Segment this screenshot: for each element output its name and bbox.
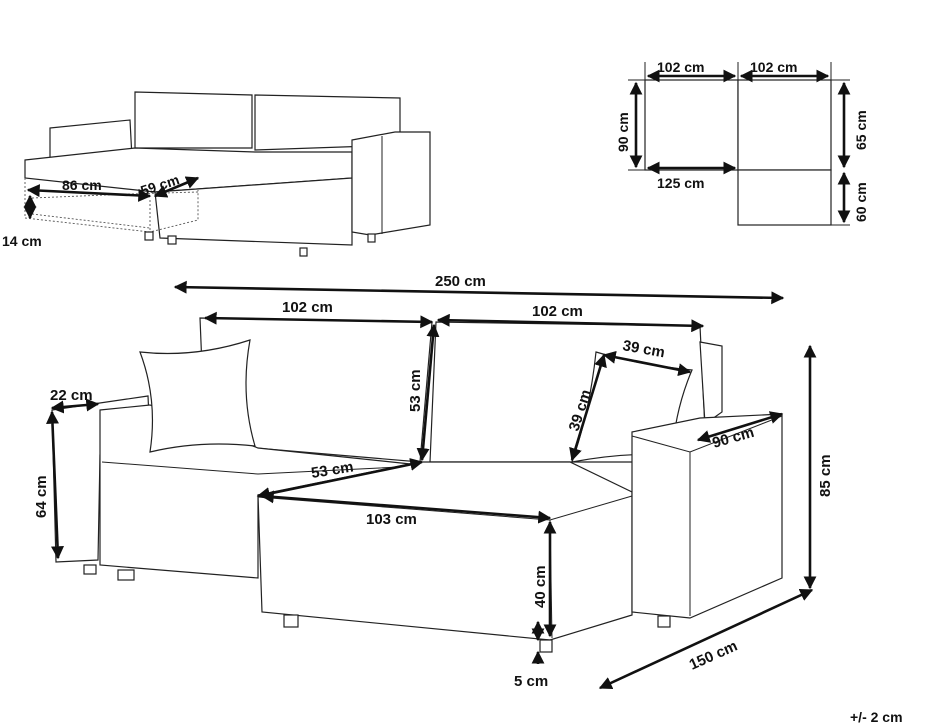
plan-bottom-label: 125 cm [657, 175, 704, 191]
back-left-label: 102 cm [282, 299, 333, 316]
chaise-seat [257, 461, 633, 641]
armrest-width-label: 22 cm [50, 387, 93, 404]
chaise-length-dimension [598, 588, 814, 690]
small-right-armrest [351, 131, 431, 236]
small-width-dimension [26, 184, 152, 202]
chaise-width-label: 103 cm [366, 511, 417, 528]
plan-left-depth-label: 90 cm [615, 112, 631, 152]
plan-top-left-label: 102 cm [657, 59, 704, 75]
plan-chaise [737, 169, 832, 226]
seat-depth-label: 53 cm [310, 459, 355, 482]
back-height-label: 53 cm [407, 369, 424, 412]
main-dimensions [45, 280, 817, 690]
plan-seat-right [737, 79, 832, 171]
total-width-dimension [173, 280, 785, 305]
total-height-label: 85 cm [817, 454, 834, 497]
small-back-cushion-left [134, 91, 253, 149]
floor-plan: 102 cm 102 cm 90 cm 65 cm 60 cm 125 cm [615, 59, 869, 226]
leg-height-label: 5 cm [514, 673, 548, 690]
seat-height-label: 40 cm [532, 565, 549, 608]
tolerance-label: +/- 2 cm [850, 709, 903, 725]
small-width-label: 86 cm [62, 177, 102, 193]
small-height-label: 14 cm [2, 233, 42, 249]
throw-pillow [139, 339, 256, 453]
plan-seat-left [644, 79, 739, 171]
plan-right-upper-label: 65 cm [853, 110, 869, 150]
small-sofa-view: 86 cm 59 cm 14 cm [2, 91, 431, 257]
total-width-label: 250 cm [435, 273, 486, 290]
small-depth-dimension [153, 176, 200, 198]
armrest-height-label: 64 cm [33, 475, 50, 518]
plan-top-right-label: 102 cm [750, 59, 797, 75]
right-armrest [631, 413, 783, 619]
back-right-label: 102 cm [532, 303, 583, 320]
small-chaise-front [154, 177, 353, 246]
plan-right-lower-label: 60 cm [853, 182, 869, 222]
